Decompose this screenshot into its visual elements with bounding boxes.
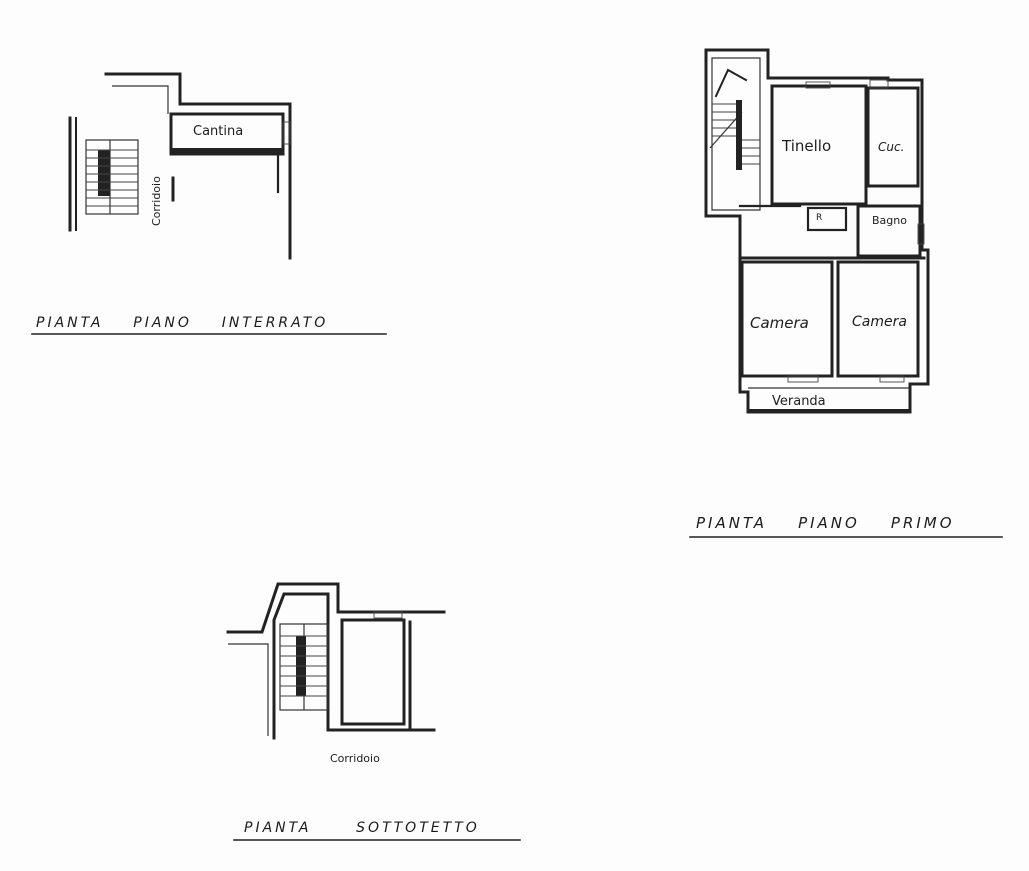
- ripostiglio-label: R: [816, 213, 822, 223]
- cantina-window: [282, 121, 291, 145]
- bagno-room-outline: [856, 204, 922, 258]
- camera-1-room-outline: [740, 260, 834, 378]
- camera-2-window: [879, 375, 905, 383]
- sottotetto-outer-wall: [226, 582, 446, 634]
- interrato-staircase: [85, 139, 139, 215]
- cucina-label: Cuc.: [878, 140, 904, 154]
- sottotetto-room-outline: [340, 618, 406, 726]
- plan-interrato: Cantina Corridoio PIANTA PIANO INTERRATO: [31, 72, 387, 335]
- primo-title: PIANTA PIANO PRIMO: [696, 514, 955, 532]
- primo-staircase: [709, 68, 760, 170]
- sottotetto-corridoio-label: Corridoio: [330, 752, 380, 765]
- sottotetto-stair-wall: [272, 592, 436, 740]
- interrato-outer-wall: [104, 72, 292, 260]
- cantina-wall-fill: [171, 148, 283, 155]
- plan-primo: Tinello Cuc. R Bagno Camera Camera Veran…: [689, 48, 1003, 538]
- interrato-title: PIANTA PIANO INTERRATO: [36, 315, 328, 331]
- tinello-window: [805, 81, 831, 89]
- sottotetto-staircase: [279, 623, 329, 711]
- primo-outer-wall: [704, 48, 930, 414]
- ripostiglio-room-outline: [806, 206, 848, 232]
- primo-stairwell: [711, 57, 761, 211]
- sottotetto-left-wall: [228, 643, 269, 736]
- camera-2-label: Camera: [852, 314, 907, 330]
- stair-core: [736, 100, 742, 170]
- cucina-window: [869, 79, 889, 89]
- interrato-inner-wall: [112, 85, 169, 114]
- sottotetto-title: PIANTA SOTTOTETTO: [244, 820, 480, 836]
- bagno-window: [917, 223, 925, 245]
- stair-core: [98, 150, 110, 196]
- plan-sottotetto: Corridoio PIANTA SOTTOTETTO: [226, 582, 521, 841]
- cucina-room-outline: [866, 86, 920, 188]
- veranda-label: Veranda: [772, 394, 826, 409]
- tinello-label: Tinello: [781, 137, 831, 155]
- tinello-room-outline: [770, 84, 868, 206]
- bagno-label: Bagno: [872, 214, 907, 227]
- camera-1-label: Camera: [750, 314, 809, 332]
- interrato-corridoio-label: Corridoio: [150, 176, 163, 226]
- stair-frame: [85, 139, 139, 215]
- sottotetto-window: [373, 611, 403, 619]
- stair-treads: [86, 149, 138, 207]
- camera-1-window: [787, 375, 819, 383]
- stair-turn: [714, 68, 748, 98]
- camera-2-room-outline: [836, 260, 920, 378]
- cantina-label: Cantina: [193, 124, 243, 139]
